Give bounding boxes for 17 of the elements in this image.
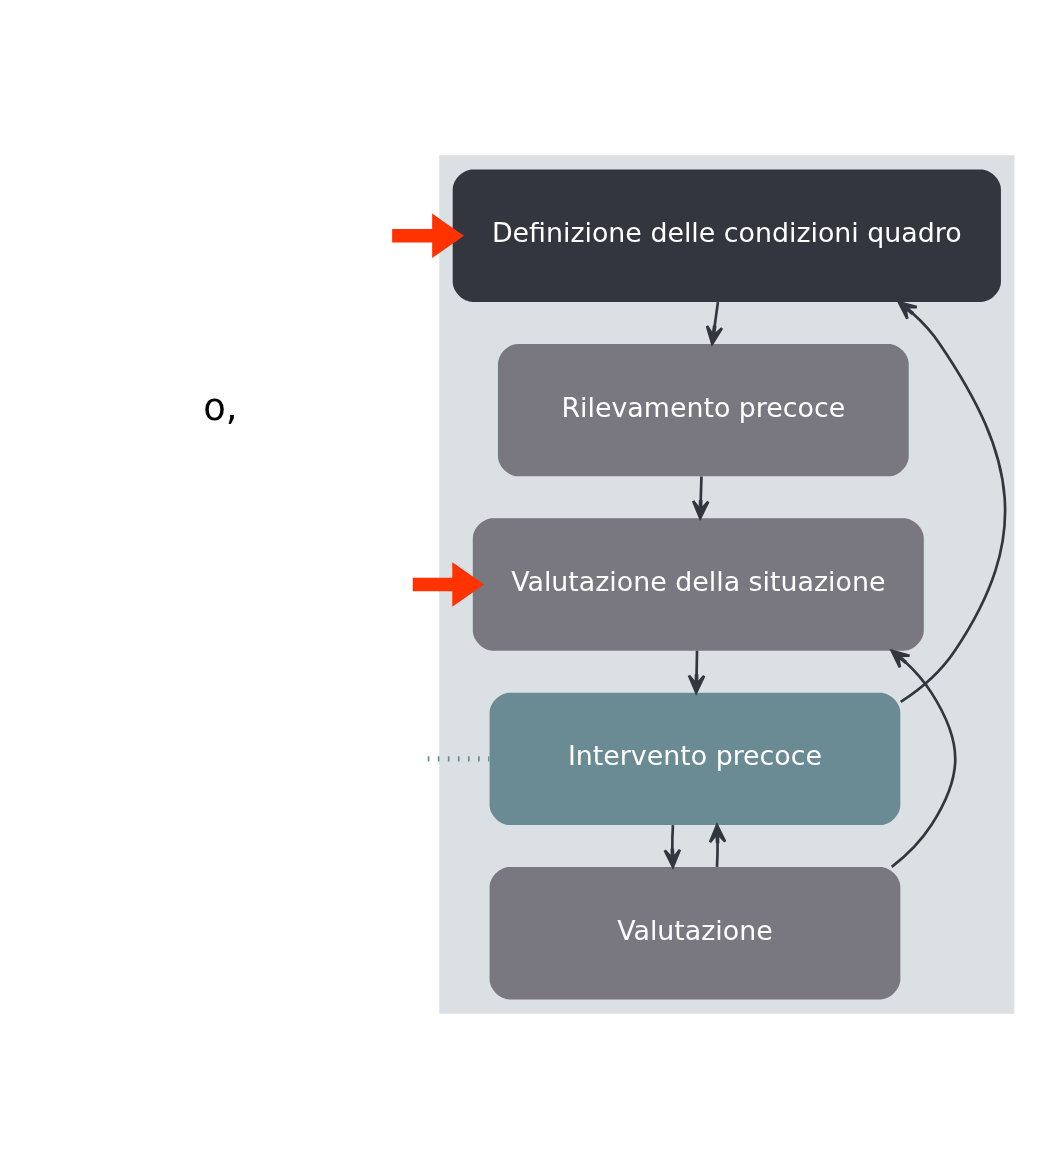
arrow xyxy=(691,475,710,519)
arrow xyxy=(897,300,1007,703)
node-box: Valutazione xyxy=(489,866,901,999)
node-box: Rilevamento precoce xyxy=(497,343,909,476)
label: o, xyxy=(203,385,238,429)
arrow xyxy=(412,561,485,607)
arrow xyxy=(392,213,464,258)
node-box: Valutazione della situazione xyxy=(472,517,924,651)
arrow xyxy=(890,648,957,868)
arrow xyxy=(708,823,727,867)
arrow xyxy=(687,650,706,694)
arrow xyxy=(705,301,724,345)
arrow xyxy=(663,824,682,868)
node-box: Definizione delle condizioni quadro xyxy=(452,169,1001,302)
cluster xyxy=(439,154,1015,1014)
node-box: Intervento precoce xyxy=(489,692,901,825)
connector xyxy=(427,755,490,761)
